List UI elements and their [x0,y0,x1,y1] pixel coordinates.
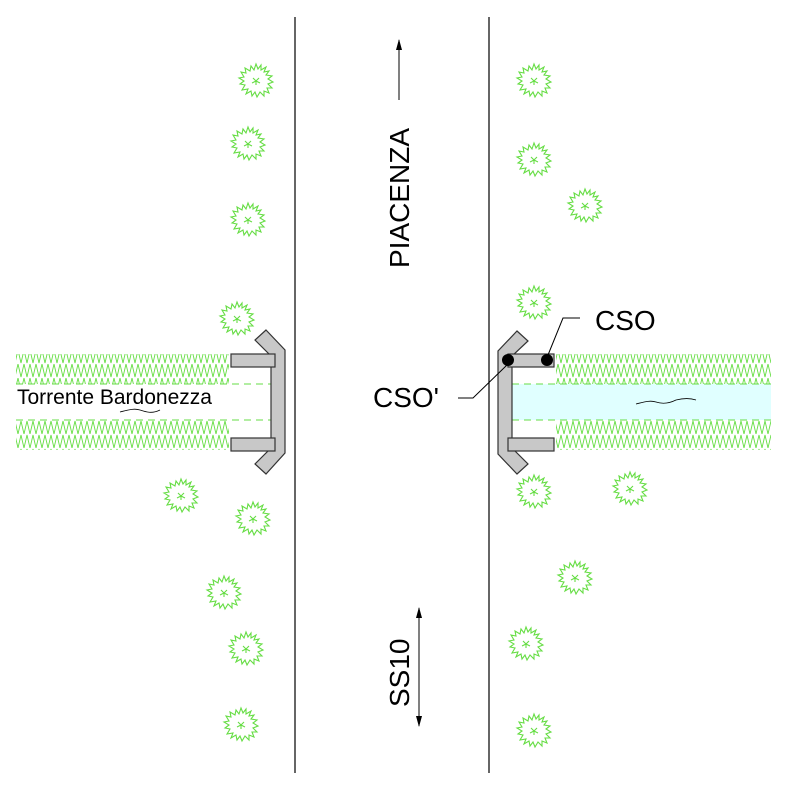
shrub-icon [230,202,266,237]
direction-label-north: PIACENZA [384,128,415,268]
leader-line-cso-prime [458,364,508,399]
shrub-icon [238,63,274,98]
shrub-icon [223,707,259,742]
direction-label-south: SS10 [384,639,415,708]
shrub-icon [516,474,552,509]
shrub-icon [557,560,593,595]
stream-right [512,354,771,450]
shrub-icon [230,126,266,161]
point-label-cso-prime: CSO' [373,382,439,413]
bridge-abutment-left [230,329,286,475]
shrub-icon [612,471,648,506]
arrow-icon [416,607,422,727]
arrow-icon [396,39,402,100]
shrub-icon [516,713,552,748]
shrub-icon [508,626,544,661]
shrub-icon [516,285,552,320]
stream-left [16,354,280,450]
leader-line-cso [547,317,580,356]
shrub-icon [516,63,552,98]
shrub-icon [163,478,199,513]
shrub-icon [219,301,255,336]
shrub-icon [567,188,603,223]
stream-name-label: Torrente Bardonezza [17,386,212,409]
shrub-icon [228,631,264,666]
point-label-cso: CSO [595,305,656,336]
shrub-icon [206,575,242,610]
shrub-icon [235,501,271,536]
dot-icon [502,354,553,366]
shrub-icon [516,142,552,177]
